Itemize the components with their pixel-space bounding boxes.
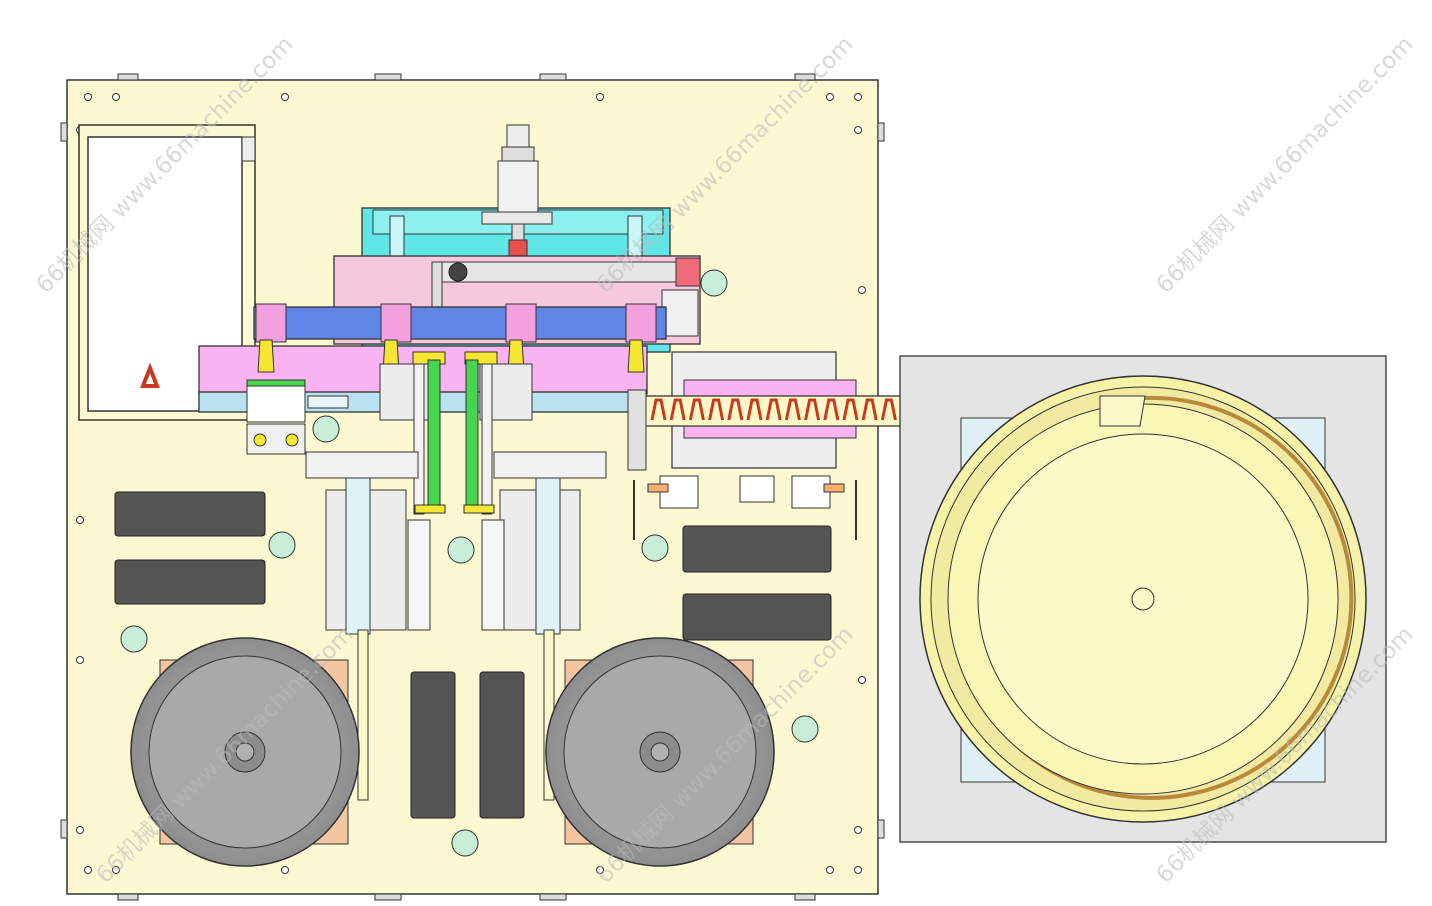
mint-marker — [268, 531, 296, 559]
track-sensors — [633, 475, 857, 540]
main-vibratory-feeder — [899, 355, 1387, 843]
mint-marker — [120, 625, 148, 653]
driver-blocks — [114, 491, 832, 819]
mint-marker — [447, 536, 475, 564]
electrical-panel — [78, 124, 256, 421]
hole — [854, 93, 862, 101]
linear-feeders — [305, 451, 607, 801]
hole — [596, 93, 604, 101]
hole — [76, 516, 84, 524]
mounting-holes — [76, 93, 866, 874]
hole — [84, 93, 92, 101]
hole — [281, 93, 289, 101]
mint-markers — [120, 269, 819, 857]
hole — [826, 866, 834, 874]
hole — [854, 866, 862, 874]
hole — [826, 93, 834, 101]
gripper-clip — [627, 339, 645, 373]
hole — [854, 826, 862, 834]
vertical-air-cylinder — [481, 124, 553, 259]
driver-block — [114, 559, 266, 605]
gripper-head — [246, 379, 306, 455]
gripper-clip — [257, 339, 275, 373]
hole — [76, 656, 84, 664]
left-vibratory-bowl — [130, 637, 360, 867]
hole — [112, 93, 120, 101]
hole — [281, 866, 289, 874]
driver-block — [682, 525, 832, 573]
right-vibratory-bowl — [545, 637, 775, 867]
pick-rail — [253, 303, 667, 343]
hole — [112, 866, 120, 874]
hole — [76, 826, 84, 834]
mint-marker — [312, 415, 340, 443]
mint-marker — [641, 534, 669, 562]
center-mechanism — [379, 351, 533, 515]
mint-marker — [791, 715, 819, 743]
mint-marker — [700, 269, 728, 297]
driver-block — [410, 671, 456, 819]
hole — [84, 866, 92, 874]
hole — [858, 286, 866, 294]
hole — [596, 866, 604, 874]
mint-marker — [451, 829, 479, 857]
driver-block — [114, 491, 266, 537]
watermark-text: 66机械网 www.66machine.com — [1151, 31, 1418, 298]
driver-block — [479, 671, 525, 819]
driver-block — [682, 593, 832, 641]
hole — [854, 126, 862, 134]
hole — [858, 676, 866, 684]
